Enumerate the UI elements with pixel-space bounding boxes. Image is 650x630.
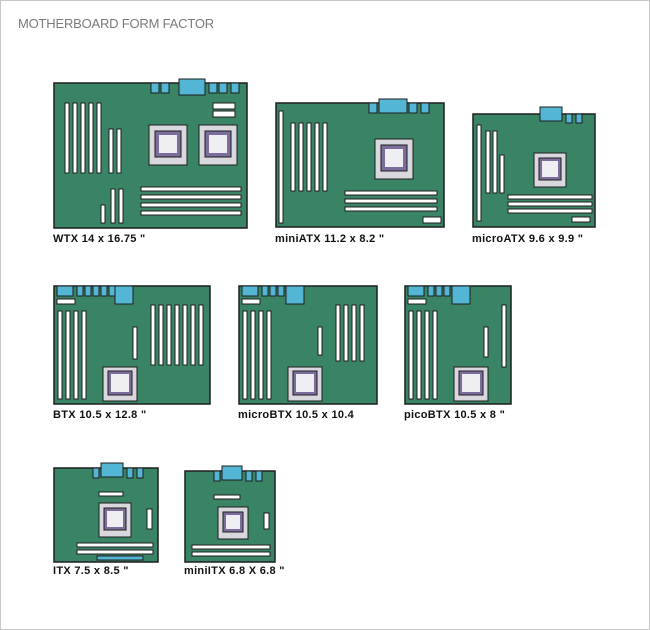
expansion-slots <box>476 124 505 222</box>
board-label-picobtx: picoBTX 10.5 x 8 " <box>404 409 506 421</box>
expansion-slot <box>146 508 153 530</box>
chipset <box>483 326 489 358</box>
power-connector <box>56 298 76 305</box>
io-connector <box>230 82 240 94</box>
btx-diagram <box>53 285 211 405</box>
chipset <box>213 494 241 500</box>
io-connectors <box>92 462 144 479</box>
board-microbtx: microBTX 10.5 x 10.4 <box>238 283 380 421</box>
board-label-btx: BTX 10.5 x 12.8 " <box>53 409 147 421</box>
power-connector <box>212 110 236 118</box>
io-connector <box>565 113 573 124</box>
io-connector <box>150 82 160 94</box>
power-connector <box>571 216 591 223</box>
ram-slots <box>76 542 154 555</box>
board-miniatx: miniATX 11.2 x 8.2 " <box>275 97 447 245</box>
io-connector <box>408 102 418 114</box>
board-label-miniatx: miniATX 11.2 x 8.2 " <box>275 233 385 245</box>
expansion-slots <box>150 304 204 366</box>
power-connector <box>407 298 427 305</box>
board-label-microatx: microATX 9.6 x 9.9 " <box>472 233 584 245</box>
io-connector <box>539 106 563 122</box>
board-label-microbtx: microBTX 10.5 x 10.4 <box>238 409 355 421</box>
io-connector <box>160 82 170 94</box>
expansion-slots <box>335 304 365 362</box>
picobtx-diagram <box>404 285 512 405</box>
board-label-miniitx: miniITX 6.8 X 6.8 " <box>184 565 285 577</box>
board-microatx: microATX 9.6 x 9.9 " <box>472 105 598 245</box>
power-connector <box>422 216 442 224</box>
io-connector <box>208 82 218 94</box>
io-connectors <box>56 285 134 305</box>
ram-slots <box>57 310 87 400</box>
ram-slots <box>408 310 438 400</box>
power-connector <box>212 102 236 110</box>
io-connectors <box>241 285 305 305</box>
chipset <box>317 326 323 356</box>
ram-slots <box>242 310 272 400</box>
io-connector <box>575 113 583 124</box>
microatx-diagram <box>472 106 596 228</box>
ram-slots <box>507 194 593 214</box>
miniatx-pcb <box>275 102 445 228</box>
power-connector <box>241 298 261 305</box>
io-connector <box>378 98 408 114</box>
chipset <box>132 326 138 360</box>
pci-slot <box>96 555 144 561</box>
ram-slots <box>140 186 242 216</box>
expansion-slot <box>263 512 270 530</box>
board-miniitx: miniITX 6.8 X 6.8 " <box>184 463 284 577</box>
io-connector <box>420 102 430 114</box>
io-connector <box>218 82 228 94</box>
io-connector <box>368 102 378 114</box>
page-title: MOTHERBOARD FORM FACTOR <box>18 16 214 31</box>
expansion-slot <box>501 304 507 368</box>
ram-slots <box>191 544 271 557</box>
board-picobtx: picoBTX 10.5 x 8 " <box>404 283 514 421</box>
board-label-wtx: WTX 14 x 16.75 " <box>53 233 146 245</box>
ram-slots <box>344 190 438 212</box>
board-wtx: WTX 14 x 16.75 " <box>53 77 249 245</box>
io-connectors <box>213 465 263 482</box>
chipset <box>98 491 124 497</box>
expansion-slots <box>64 102 124 224</box>
board-itx: ITX 7.5 x 8.5 " <box>53 461 163 577</box>
wtx-diagram <box>53 78 248 229</box>
io-connector <box>178 78 206 96</box>
miniitx-diagram <box>184 465 276 563</box>
board-label-itx: ITX 7.5 x 8.5 " <box>53 565 129 577</box>
microbtx-diagram <box>238 285 378 405</box>
itx-diagram <box>53 462 159 563</box>
expansion-slots <box>278 110 328 224</box>
board-btx: BTX 10.5 x 12.8 " <box>53 283 213 421</box>
io-connectors <box>407 285 471 305</box>
miniatx-diagram <box>275 98 445 228</box>
